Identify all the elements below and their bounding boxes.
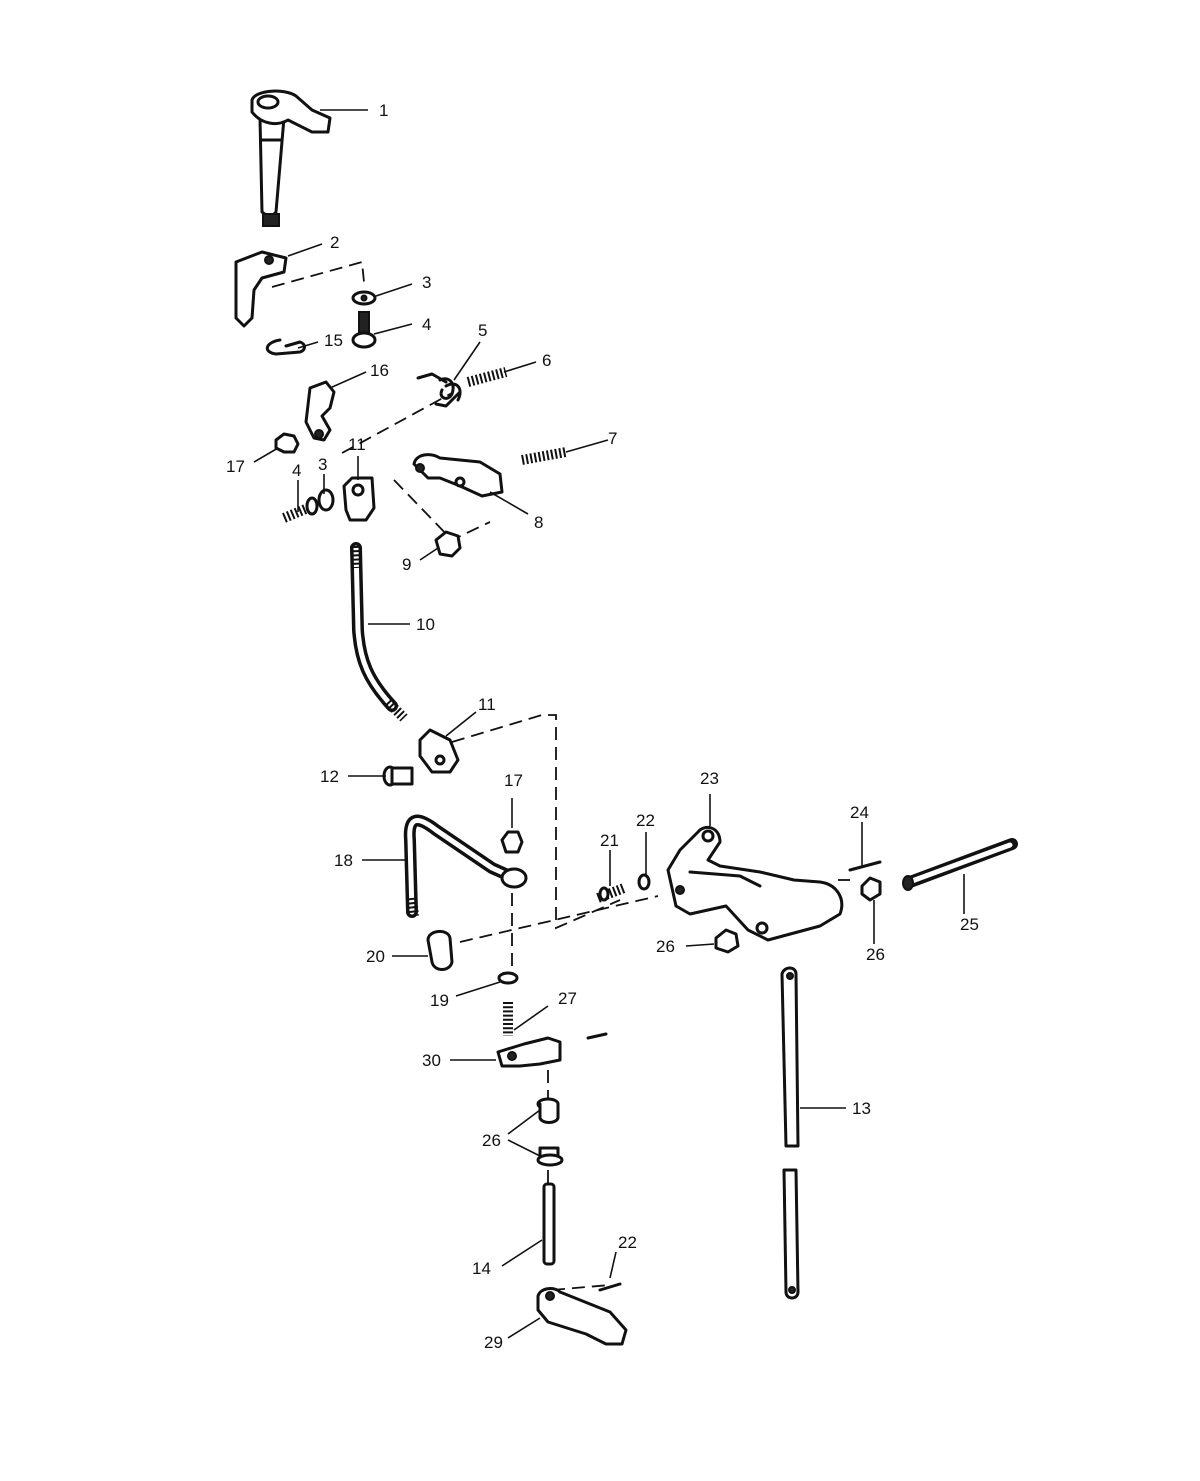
callout-27: 27 [558,989,577,1008]
callout-7: 7 [608,429,617,448]
callout-23: 23 [700,769,719,788]
callout-1: 1 [379,101,388,120]
part-22-washer-mid [637,873,651,891]
part-3-washer-mid [317,488,335,512]
part-5-spring [416,372,462,408]
callout-19: 19 [430,991,449,1010]
callout-26b: 26 [866,945,885,964]
callout-29: 29 [484,1333,503,1352]
callout-2: 2 [330,233,339,252]
callout-11b: 11 [478,695,496,714]
part-17-nut-top [274,432,300,454]
callout-30: 30 [422,1051,441,1070]
part-23-bellcrank [666,825,844,942]
part-3-washer-top [351,290,377,306]
callout-25: 25 [960,915,979,934]
part-1-shift-shaft [250,89,332,227]
part-21-screw [596,883,626,903]
callout-6: 6 [542,351,551,370]
callout-4: 4 [422,315,431,334]
part-26-bushing-upper [536,1097,560,1124]
part-6-stud [466,367,508,387]
part-4-screw-mid [282,496,319,523]
part-26-bushing-right [860,876,882,902]
callout-26: 26 [656,937,675,956]
part-17-nut-mid [500,830,524,854]
callout-17: 17 [226,457,245,476]
callout-10: 10 [416,615,435,634]
callout-3b: 3 [318,455,327,474]
part-18-bent-rod [403,814,528,918]
part-11-rod-end-bottom [418,728,460,774]
part-13-link-rod [780,966,800,1300]
part-25-rod [902,838,1018,891]
callout-13: 13 [852,1099,871,1118]
callout-9: 9 [402,555,411,574]
part-8-lever [412,453,504,498]
part-9-nut [434,530,462,558]
callout-22: 22 [636,811,655,830]
part-15-clip [265,338,306,356]
part-19-washer [497,971,519,985]
part-26-bushing-left [714,928,740,954]
callout-8: 8 [534,513,543,532]
part-11-rod-end-top [342,476,376,522]
callout-11: 11 [348,435,366,454]
part-29-arm [536,1287,628,1346]
leader-lines [253,109,965,1339]
callout-15: 15 [324,331,343,350]
part-7-stud [521,447,567,465]
callout-14: 14 [472,1259,491,1278]
part-14-pin [542,1182,556,1266]
part-30-lever [496,1032,608,1068]
part-16-link [304,380,336,442]
callout-17b: 17 [504,771,523,790]
callout-16: 16 [370,361,389,380]
callout-18: 18 [334,851,353,870]
part-26-bushing-lower [536,1146,564,1167]
callout-26c: 26 [482,1131,501,1150]
callout-labels: 1 2 3 4 15 5 6 16 17 4 3 11 7 8 9 10 11 … [226,101,979,1352]
callout-5: 5 [478,321,487,340]
part-12-bolt [382,765,414,787]
callout-24: 24 [850,803,869,822]
part-10-rod [350,542,408,722]
part-20-cap [426,930,454,971]
callout-3: 3 [422,273,431,292]
callout-20: 20 [366,947,385,966]
callout-12: 12 [320,767,339,786]
callout-4b: 4 [292,461,301,480]
callout-21: 21 [600,831,619,850]
part-4-screw-top [351,311,377,349]
callout-22b: 22 [618,1233,637,1252]
part-22-pin-bottom [598,1282,622,1292]
part-2-bracket [234,250,288,328]
part-24-pin [848,860,882,872]
